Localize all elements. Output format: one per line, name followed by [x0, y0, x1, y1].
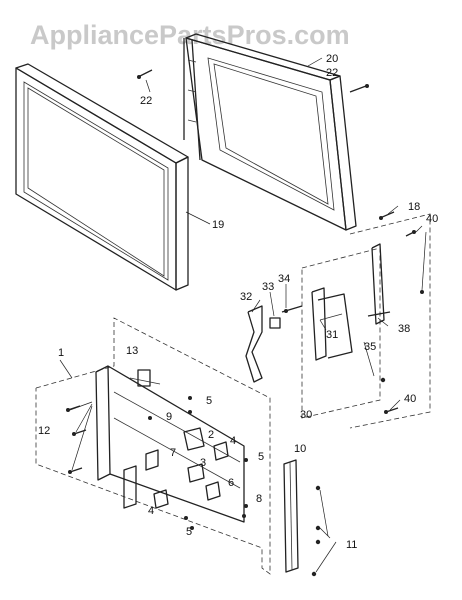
callout-40-top: 40	[426, 213, 438, 225]
callout-2: 2	[208, 429, 214, 441]
switch-6	[205, 481, 221, 501]
switch-2	[183, 427, 205, 451]
screws-40-top	[405, 230, 424, 294]
callout-labels: 1 2 3 4 4 5 5 5 6 7 8 9 10 11 12 13 18 1…	[38, 53, 438, 551]
callout-10: 10	[294, 443, 306, 455]
callout-12: 12	[38, 425, 50, 437]
callout-3: 3	[200, 457, 206, 469]
door-outer-panel	[15, 63, 189, 291]
callout-1: 1	[58, 347, 64, 359]
latch-assembly-outline	[301, 213, 431, 429]
screws-11	[311, 485, 321, 577]
callout-9: 9	[166, 411, 172, 423]
screw-40-bottom	[384, 407, 399, 414]
door-inner-frame	[183, 33, 357, 231]
leader-lines	[59, 57, 427, 573]
callout-8: 8	[256, 493, 262, 505]
callout-18: 18	[408, 201, 420, 213]
latch-arm-32	[245, 305, 263, 383]
callout-22-right: 22	[326, 67, 338, 79]
callout-4-upper: 4	[230, 435, 236, 447]
callout-13: 13	[126, 345, 138, 357]
callout-40-bottom: 40	[404, 393, 416, 405]
callout-4-lower: 4	[148, 505, 154, 517]
watermark-text: AppliancePartsPros.com	[30, 20, 350, 50]
callout-38: 38	[398, 323, 410, 335]
switch-4-upper	[213, 441, 229, 461]
callout-19: 19	[212, 219, 224, 231]
callout-35: 35	[364, 341, 376, 353]
latch-bracket-31	[311, 287, 386, 383]
frame-plate	[95, 365, 245, 523]
clip-7	[145, 449, 159, 471]
callout-22-left: 22	[140, 95, 152, 107]
callout-7: 7	[170, 447, 176, 459]
lever-left	[123, 465, 137, 509]
switch-3	[187, 463, 205, 483]
hinge-rod-38	[367, 243, 391, 325]
callout-30: 30	[300, 409, 312, 421]
callout-32: 32	[240, 291, 252, 303]
callout-34: 34	[278, 273, 290, 285]
callout-5-bottom: 5	[186, 526, 192, 538]
callout-5-right: 5	[258, 451, 264, 463]
callout-31: 31	[326, 329, 338, 341]
hinge-bar-10	[283, 459, 299, 573]
callout-5-top: 5	[206, 395, 212, 407]
screw-22-left	[137, 69, 153, 79]
callout-33: 33	[262, 281, 274, 293]
callout-6: 6	[228, 477, 234, 489]
bracket-13	[129, 369, 161, 387]
callout-20: 20	[326, 53, 338, 65]
callout-11: 11	[346, 539, 357, 551]
switch-4-lower	[153, 489, 169, 509]
clip-33-34	[269, 305, 303, 329]
frame-assembly-outline	[35, 317, 271, 575]
screw-18	[379, 211, 395, 220]
screws-5-9-8	[148, 396, 248, 530]
screw-22-right	[349, 84, 369, 93]
screws-12	[66, 405, 87, 474]
